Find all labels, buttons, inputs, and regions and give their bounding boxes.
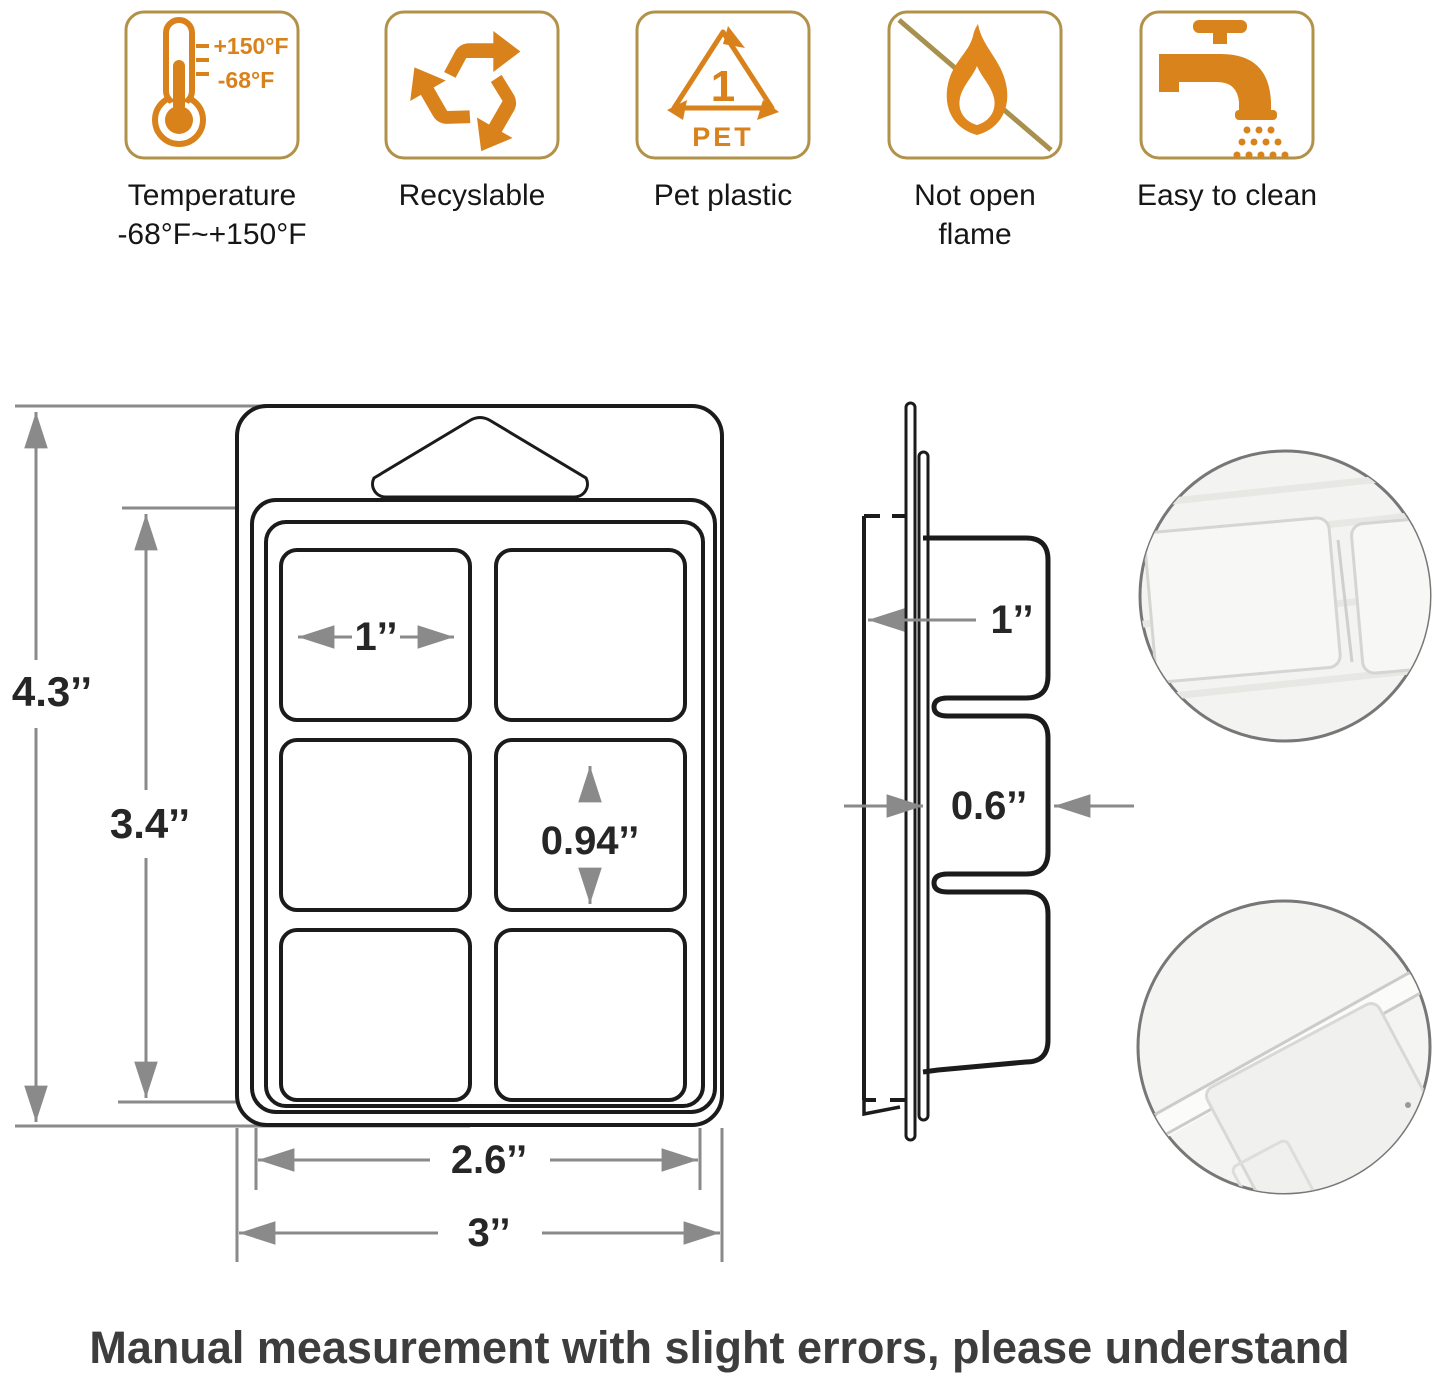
side-view-drawing (862, 401, 1051, 1142)
no-flame-label-line1: Not open (914, 179, 1036, 212)
detail-photo-top (1138, 449, 1432, 743)
recycle-icon (384, 10, 560, 160)
side-lid-sheet (917, 450, 930, 1122)
pet-label-line1: Pet plastic (653, 179, 793, 212)
dim-inner-width: 2.6’’ (451, 1138, 527, 1182)
measurement-disclaimer: Manual measurement with slight errors, p… (89, 1322, 1350, 1373)
faucet-icon (1139, 10, 1315, 160)
side-card-sheet (904, 401, 917, 1142)
dim-inner-height: 3.4’’ (110, 800, 190, 847)
dim-total-height: 4.3’’ (12, 668, 92, 715)
clean-label-line1: Easy to clean (1136, 179, 1318, 212)
thermometer-icon: +150°F -68°F (124, 10, 300, 160)
pet-recycling-icon: 1 PET (635, 10, 811, 160)
dim-side-depth: 1’’ (991, 598, 1034, 642)
pet-label: Pet plastic (603, 176, 843, 215)
dim-cell-width: 1’’ (355, 615, 398, 659)
temperature-label-line2: -68°F~+150°F (117, 218, 307, 251)
temperature-icon-card: +150°F -68°F (122, 8, 302, 162)
recyclable-icon-card (382, 8, 562, 162)
clean-icon-card (1137, 8, 1317, 162)
pet-number-label: 1 (711, 62, 735, 111)
no-flame-label: Not open flame (855, 176, 1095, 254)
dim-cell-height: 0.94’’ (541, 819, 640, 863)
hang-hole (371, 416, 589, 499)
dim-total-width: 3’’ (468, 1211, 511, 1255)
front-view-drawing (235, 404, 724, 1127)
no-flame-icon-card (885, 8, 1065, 162)
pet-icon-card: 1 PET (633, 8, 813, 162)
temperature-low-label: -68°F (218, 67, 275, 93)
dimension-arrows (24, 412, 1134, 1245)
temperature-label: Temperature -68°F~+150°F (92, 176, 332, 254)
wax-melt-cells (279, 548, 687, 1102)
temperature-label-line1: Temperature (127, 179, 297, 212)
dim-side-cell-depth: 0.6’’ (951, 784, 1027, 828)
recyclable-label-line1: Recyslable (398, 179, 546, 212)
recyclable-label: Recyslable (352, 176, 592, 215)
clean-label: Easy to clean (1107, 176, 1347, 215)
no-flame-label-line2: flame (938, 218, 1012, 251)
pet-code-label: PET (692, 122, 754, 152)
temperature-high-label: +150°F (213, 33, 288, 59)
side-tray-profile (922, 535, 1051, 1075)
detail-photo-bottom (1136, 899, 1432, 1195)
side-flange (862, 514, 905, 1117)
no-open-flame-icon (887, 10, 1063, 160)
